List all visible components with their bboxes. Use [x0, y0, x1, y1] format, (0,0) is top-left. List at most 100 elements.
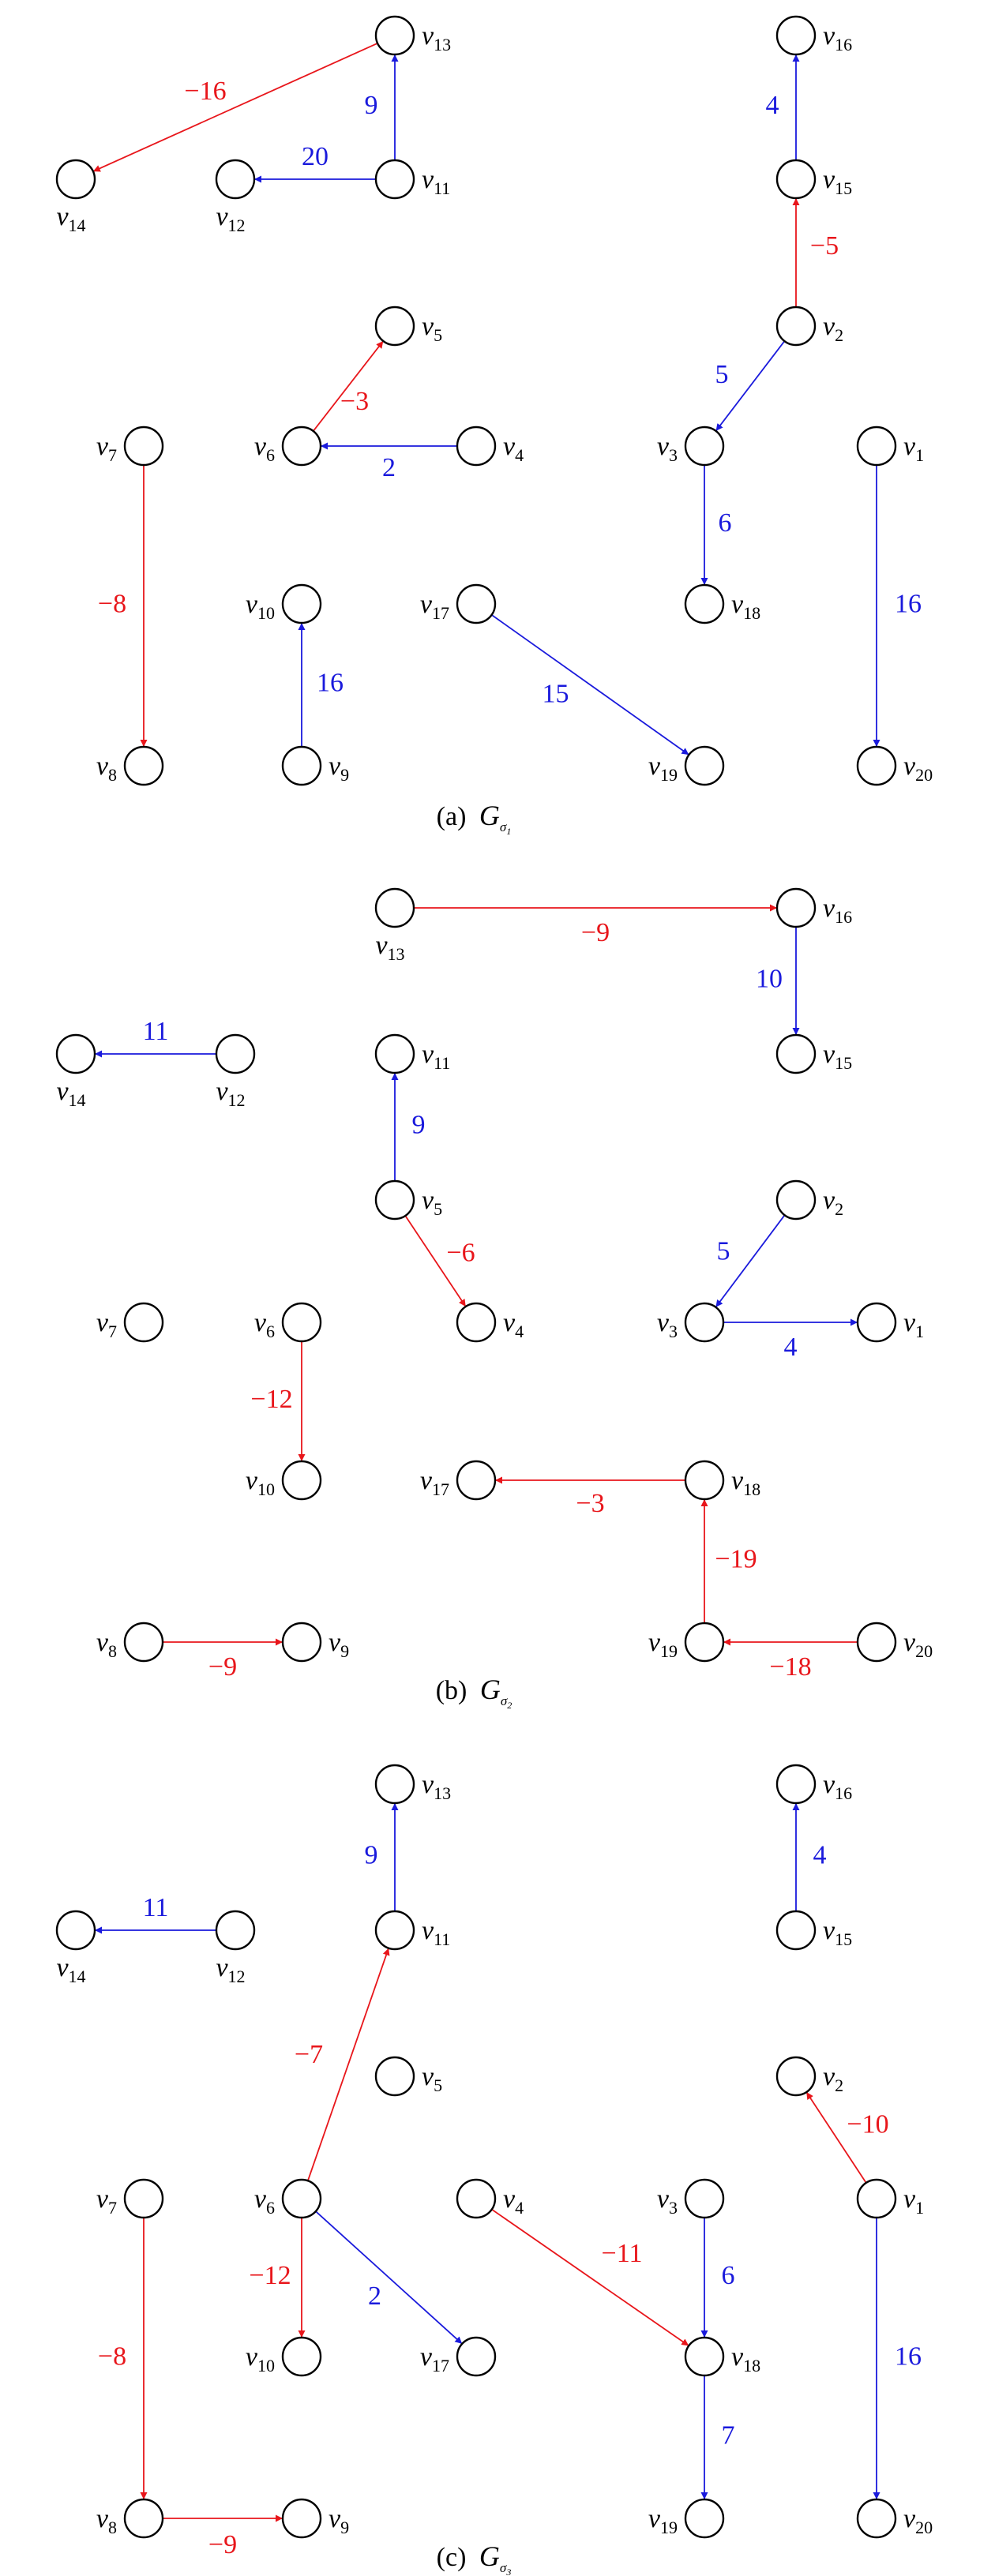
node-label-v2: v2: [823, 2062, 843, 2095]
node-label-v4: v4: [503, 2184, 524, 2218]
node-label-v12: v12: [216, 202, 245, 235]
node-v6: [281, 2178, 322, 2219]
node-label-v1: v1: [903, 1308, 924, 1341]
node-label-v14: v14: [56, 1077, 85, 1110]
edge-weight-label: 5: [717, 1236, 730, 1266]
node-label-v20: v20: [903, 2504, 933, 2537]
edge-weight-label: 16: [317, 668, 344, 697]
edge-weight-label: 2: [382, 453, 396, 482]
node-label-v14: v14: [56, 202, 85, 235]
node-label-v20: v20: [903, 752, 933, 785]
node-v18: [684, 1460, 725, 1501]
node-label-v6: v6: [254, 432, 275, 465]
node-v14: [55, 1910, 96, 1951]
node-v19: [684, 1622, 725, 1663]
node-label-v9: v9: [329, 2504, 349, 2537]
node-label-v6: v6: [254, 2184, 275, 2218]
node-v11: [374, 1910, 415, 1951]
node-label-v8: v8: [96, 1628, 117, 1661]
node-v20: [856, 2498, 897, 2539]
node-label-v13: v13: [422, 1770, 451, 1803]
node-label-v1: v1: [903, 2184, 924, 2218]
edge-2-to-3: [715, 340, 786, 432]
node-label-v7: v7: [96, 432, 117, 465]
node-v11: [374, 159, 415, 200]
node-label-v20: v20: [903, 1628, 933, 1661]
edge-4-to-18: [491, 2208, 689, 2347]
edge-weight-label: 7: [722, 2420, 735, 2450]
node-label-v5: v5: [422, 312, 442, 345]
node-label-v15: v15: [823, 1040, 852, 1073]
node-label-v8: v8: [96, 2504, 117, 2537]
node-v4: [456, 1302, 497, 1343]
node-label-v19: v19: [648, 1628, 678, 1661]
edge-17-to-19: [491, 614, 689, 756]
node-label-v3: v3: [657, 2184, 678, 2218]
edge-5-to-4: [404, 1215, 467, 1307]
edge-1-to-2: [805, 2091, 867, 2184]
edge-weight-label: 11: [143, 1893, 169, 1922]
node-v15: [775, 159, 817, 200]
node-label-v18: v18: [731, 2342, 760, 2375]
node-v1: [856, 2178, 897, 2219]
node-v2: [775, 1179, 817, 1221]
edge-weight-label: 16: [895, 2342, 922, 2371]
node-label-v3: v3: [657, 1308, 678, 1341]
edge-weight-label: 4: [766, 91, 779, 120]
edge-weight-label: −8: [98, 2342, 126, 2371]
edge-weight-label: −9: [208, 1652, 237, 1682]
panel-caption-a: (a) Gσ1: [437, 800, 512, 837]
edge-weight-label: 9: [365, 1840, 378, 1869]
node-v13: [374, 887, 415, 928]
node-v7: [123, 1302, 164, 1343]
edge-weight-label: −11: [602, 2239, 643, 2268]
node-label-v6: v6: [254, 1308, 275, 1341]
edge-weight-label: −6: [446, 1238, 475, 1267]
edge-weight-label: −3: [340, 387, 369, 416]
edge-weight-label: −8: [98, 589, 126, 618]
edge-weight-label: 4: [784, 1333, 798, 1362]
edge-weight-label: −10: [847, 2109, 888, 2139]
edge-weight-label: 2: [368, 2282, 381, 2311]
node-v7: [123, 426, 164, 467]
node-v6: [281, 426, 322, 467]
node-v16: [775, 1764, 817, 1805]
node-v8: [123, 1622, 164, 1663]
edge-weight-label: −7: [295, 2040, 323, 2069]
node-v3: [684, 1302, 725, 1343]
node-v20: [856, 745, 897, 786]
node-label-v4: v4: [503, 432, 524, 465]
node-v8: [123, 745, 164, 786]
node-label-v5: v5: [422, 1186, 442, 1219]
node-v6: [281, 1302, 322, 1343]
edge-weight-label: 10: [756, 964, 783, 993]
edge-weight-label: 9: [365, 91, 378, 120]
edge-weight-label: −12: [249, 2261, 291, 2290]
edge-weight-label: 5: [715, 360, 729, 389]
node-label-v11: v11: [422, 165, 450, 198]
node-v15: [775, 1033, 817, 1074]
node-v4: [456, 426, 497, 467]
edge-weight-label: −9: [581, 918, 610, 947]
node-v19: [684, 745, 725, 786]
node-v10: [281, 1460, 322, 1501]
edge-weight-label: −5: [810, 231, 839, 261]
node-label-v11: v11: [422, 1040, 450, 1073]
node-label-v14: v14: [56, 1953, 85, 1986]
node-v13: [374, 15, 415, 56]
node-v3: [684, 426, 725, 467]
node-label-v10: v10: [246, 1466, 275, 1499]
node-label-v17: v17: [420, 1466, 449, 1499]
edge-weight-label: 6: [722, 2261, 735, 2290]
node-v2: [775, 2056, 817, 2097]
edge-13-to-14: [92, 43, 378, 172]
node-label-v4: v4: [503, 1308, 524, 1341]
node-v9: [281, 2498, 322, 2539]
node-label-v7: v7: [96, 2184, 117, 2218]
node-label-v5: v5: [422, 2062, 442, 2095]
node-label-v18: v18: [731, 1466, 760, 1499]
